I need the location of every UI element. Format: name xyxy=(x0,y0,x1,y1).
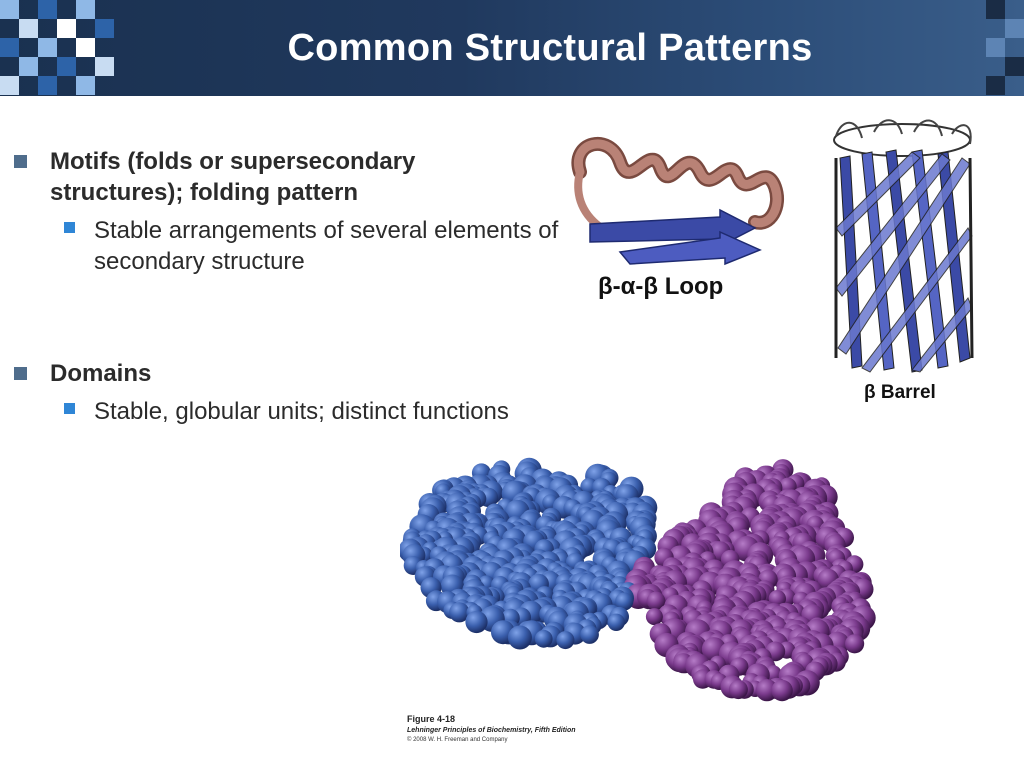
blue-domain-atom xyxy=(580,625,599,644)
slide-header: Common Structural Patterns xyxy=(0,0,1024,96)
figure-credit: Figure 4-18 Lehninger Principles of Bioc… xyxy=(405,712,625,746)
blue-domain-atom xyxy=(465,611,487,633)
purple-domain-atom xyxy=(729,680,748,699)
decor-square xyxy=(0,76,19,95)
decor-square xyxy=(76,38,95,57)
decor-square xyxy=(57,57,76,76)
decor-square xyxy=(95,57,114,76)
credit-book-title: Lehninger Principles of Biochemistry, Fi… xyxy=(407,727,576,734)
credit-figure-number: Figure 4-18 xyxy=(407,714,455,724)
sub-bullet-motifs: Stable arrangements of several elements … xyxy=(64,215,584,277)
bab-loop-label: β-α-β Loop xyxy=(598,273,723,300)
protein-domains-figure xyxy=(400,448,900,718)
bullet-motifs: Motifs (folds or supersecondary structur… xyxy=(14,146,534,208)
square-bullet-icon xyxy=(14,155,27,168)
loop-segment xyxy=(578,172,600,227)
purple-domain-atom xyxy=(845,634,864,653)
square-bullet-icon xyxy=(64,222,75,233)
beta-barrel-figure: β Barrel xyxy=(822,118,982,408)
decor-square xyxy=(57,19,76,38)
alpha-helix xyxy=(578,144,777,223)
decor-square xyxy=(0,38,19,57)
bullet-text: Motifs (folds or supersecondary structur… xyxy=(50,146,534,208)
decor-square xyxy=(38,38,57,57)
decor-square xyxy=(986,76,1005,95)
sub-bullet-text: Stable, globular units; distinct functio… xyxy=(94,396,584,427)
blue-domain-atom xyxy=(535,630,553,648)
barrel-top-loops xyxy=(834,124,970,156)
decor-square xyxy=(76,76,95,95)
sub-bullet-domains: Stable, globular units; distinct functio… xyxy=(64,396,584,427)
decor-square xyxy=(986,0,1005,19)
decor-square xyxy=(19,19,38,38)
sub-bullet-text: Stable arrangements of several elements … xyxy=(94,215,584,277)
beta-alpha-beta-loop-figure: β-α-β Loop xyxy=(560,132,810,307)
decor-square xyxy=(19,57,38,76)
credit-copyright: © 2008 W. H. Freeman and Company xyxy=(407,736,507,743)
slide-title: Common Structural Patterns xyxy=(120,0,980,96)
decor-square xyxy=(38,0,57,19)
decor-square xyxy=(76,0,95,19)
decor-square xyxy=(0,0,19,19)
bullet-text: Domains xyxy=(50,358,534,389)
decor-square xyxy=(986,38,1005,57)
square-bullet-icon xyxy=(64,403,75,414)
square-bullet-icon xyxy=(14,367,27,380)
decor-square xyxy=(1005,19,1024,38)
decor-square xyxy=(1005,57,1024,76)
decor-square xyxy=(95,19,114,38)
blue-domain-atom xyxy=(608,614,625,631)
purple-domain-atom xyxy=(646,608,663,625)
blue-domain-atom xyxy=(556,631,574,649)
decor-square xyxy=(38,76,57,95)
bullet-domains: Domains xyxy=(14,358,534,389)
purple-domain-atom xyxy=(771,680,792,701)
beta-barrel-label: β Barrel xyxy=(864,382,936,403)
blue-domain-atom xyxy=(508,626,532,650)
